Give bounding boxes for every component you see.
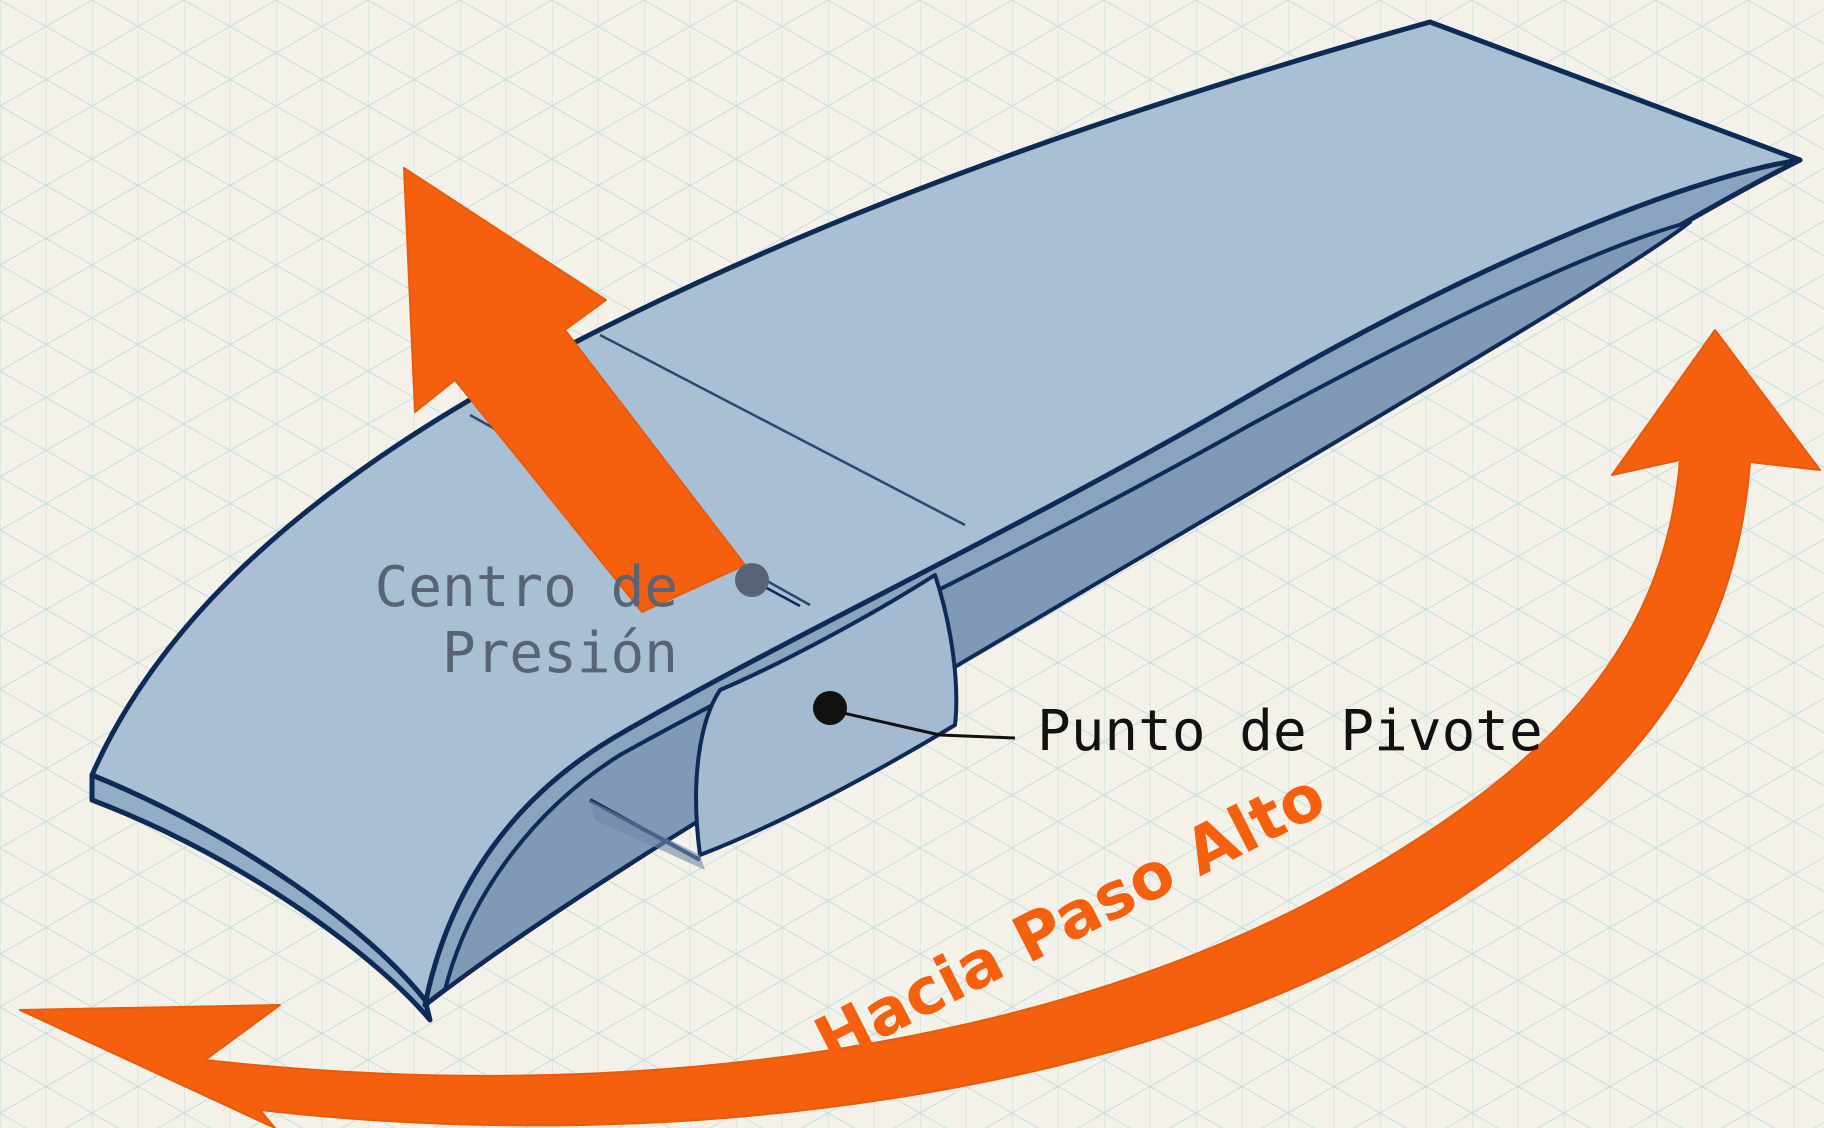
pivot-point-label: Punto de Pivote bbox=[1037, 699, 1543, 764]
blade-web-face bbox=[590, 800, 705, 870]
center-of-pressure-label-line1: Centro de bbox=[375, 555, 678, 620]
pivot-point-leader-tail bbox=[939, 733, 1016, 740]
panel-seam-2 bbox=[599, 333, 966, 527]
pivot-point-dot bbox=[813, 691, 847, 725]
center-of-pressure-dot bbox=[735, 563, 769, 597]
lift-force-arrow bbox=[403, 167, 746, 613]
pitch-direction-arrow bbox=[19, 329, 1821, 1128]
center-of-pressure-label-line2: Presión bbox=[442, 621, 678, 686]
pivot-point-leader bbox=[829, 708, 941, 737]
